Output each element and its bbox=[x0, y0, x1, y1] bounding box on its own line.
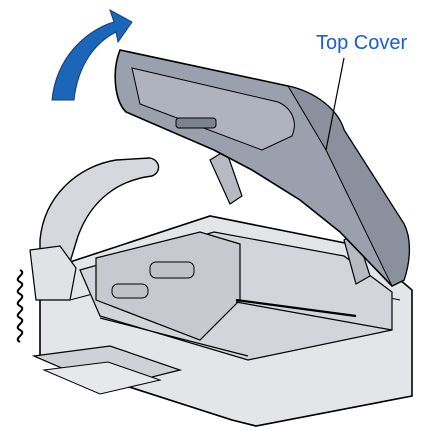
handset-cord bbox=[16, 269, 24, 343]
carriage-rail bbox=[99, 317, 249, 357]
carriage-rail bbox=[235, 301, 393, 331]
cover-side-face bbox=[286, 85, 410, 287]
roller bbox=[149, 261, 195, 279]
handset-cradle bbox=[29, 245, 77, 301]
open-direction-arrow bbox=[51, 8, 133, 101]
top-cover-callout-label: Top Cover bbox=[316, 32, 408, 54]
roller bbox=[111, 283, 149, 299]
cover-latch bbox=[175, 117, 217, 129]
output-tray-extension bbox=[42, 361, 162, 395]
scan-bar bbox=[235, 298, 357, 318]
base-front-edge bbox=[119, 383, 413, 427]
callout-leader-line bbox=[325, 57, 345, 151]
cover-inner-panel bbox=[131, 67, 295, 151]
